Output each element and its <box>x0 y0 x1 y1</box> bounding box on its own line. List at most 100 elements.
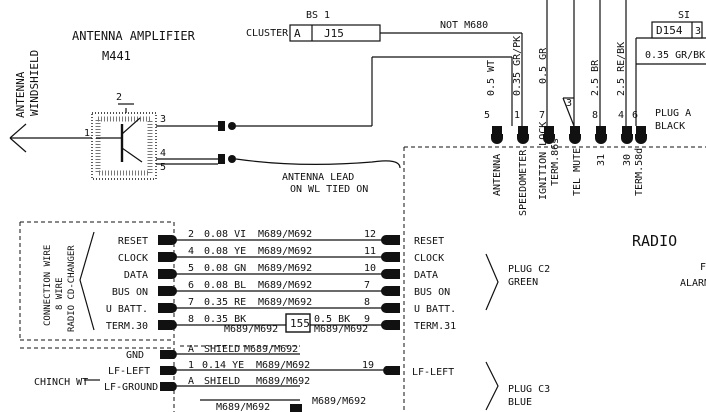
changer-left-connector <box>158 303 168 313</box>
changer-left-connector <box>158 252 168 262</box>
changer-left-label: DATA <box>124 270 148 281</box>
changer-right-label: BUS ON <box>414 287 450 298</box>
pin-label-speedometer: SPEEDOMETER <box>518 149 529 216</box>
amp-pin-1: 1 <box>84 128 90 139</box>
box-155 <box>285 313 311 333</box>
amp-pin-5: 5 <box>160 162 166 173</box>
cluster-label: CLUSTER <box>246 28 289 39</box>
wire-label-4: 2.5 BR <box>590 59 601 96</box>
changer-right-label: DATA <box>414 270 438 281</box>
box-155-label: 155 <box>290 317 310 330</box>
right-partial-2: ALARM <box>680 278 706 289</box>
changer-pin: 4 <box>188 246 194 257</box>
changer-pin: 5 <box>188 263 194 274</box>
changer-option: M689/M692 <box>258 246 312 257</box>
antenna-lead-sub: ON WL TIED ON <box>290 184 368 195</box>
amplifier-box <box>91 112 157 180</box>
changer-left-connector <box>158 286 168 296</box>
changer-right-pin: 12 <box>364 229 376 240</box>
changer-option: M689/M692 <box>258 229 312 240</box>
top-pin-3: 3 <box>566 98 572 109</box>
windshield-label: WINDSHIELD <box>28 50 41 116</box>
changer-pin: 6 <box>188 280 194 291</box>
changer-wire-label: 0.35 RE <box>204 297 246 308</box>
plug-c3-title: PLUG C3 <box>508 384 550 395</box>
lower-lf-ground: LF-GROUND <box>104 382 158 393</box>
changer-left-label: RESET <box>118 236 148 247</box>
amp-pin-4: 4 <box>160 148 166 159</box>
si-label: SI <box>678 10 690 21</box>
plug-a-color: BLACK <box>655 121 685 132</box>
lower-a2: A <box>188 376 194 387</box>
radio-label: RADIO <box>632 232 677 250</box>
right-partial-1: FI <box>700 262 706 273</box>
pin-label-antenna: ANTENNA <box>492 154 503 196</box>
lower-m5: M689/M692 <box>312 396 366 407</box>
left-box-line1: CONNECTION WIRE <box>43 245 53 326</box>
plug-c3-color: BLUE <box>508 397 532 408</box>
changer-wire-label: 0.08 GN <box>204 263 246 274</box>
changer-option: M689/M692 <box>258 263 312 274</box>
amplifier-code: M441 <box>102 49 131 63</box>
lower-m2: M689/M692 <box>256 360 310 371</box>
top-pin-8: 8 <box>592 110 598 121</box>
top-pin-6: 6 <box>632 110 638 121</box>
plug-c2-color: GREEN <box>508 277 538 288</box>
top-pin-5: 5 <box>484 110 490 121</box>
changer-pin: 7 <box>188 297 194 308</box>
left-box-line3: RADIO CD-CHANGER <box>67 245 77 332</box>
plug-a-connectors <box>491 126 647 144</box>
d154-box <box>651 21 703 39</box>
not-m680-label: NOT M680 <box>440 20 488 31</box>
changer-option: 0.5 BK <box>314 314 350 325</box>
changer-right-label: RESET <box>414 236 444 247</box>
changer-right-pin: 11 <box>364 246 376 257</box>
pin-label-tel-mute: TEL MUTE <box>572 148 583 196</box>
top-pin-7: 7 <box>539 110 545 121</box>
changer-right-label: TERM.31 <box>414 321 456 332</box>
changer-wire-label: 0.08 VI <box>204 229 246 240</box>
lower-shield1: SHIELD <box>204 344 240 355</box>
changer-right-connector <box>390 235 400 245</box>
changer-pin: 2 <box>188 229 194 240</box>
plug-c2-title: PLUG C2 <box>508 264 550 275</box>
cluster-pin-j15: J15 <box>324 27 344 40</box>
changer-left-connector <box>158 235 168 245</box>
changer-right-pin: 9 <box>364 314 370 325</box>
wire-label-5: 2.5 RE/BK <box>616 42 627 96</box>
changer-pin: 8 <box>188 314 194 325</box>
changer-left-connector <box>158 269 168 279</box>
d154-pin: 3 <box>695 26 701 37</box>
changer-left-label: TERM.30 <box>106 321 148 332</box>
lower-m1: M689/M692 <box>244 344 298 355</box>
changer-left-label: BUS ON <box>112 287 148 298</box>
antenna-lead-label: ANTENNA LEAD <box>282 172 354 183</box>
lower-m4: M689/M692 <box>216 402 270 412</box>
changer-right-pin: 10 <box>364 263 376 274</box>
pin-label-31: 31 <box>596 154 607 166</box>
changer-right-connector <box>390 320 400 330</box>
top-pin-1: 1 <box>514 110 520 121</box>
changer-left-label: U BATT. <box>106 304 148 315</box>
amp-pin-3: 3 <box>160 114 166 125</box>
changer-wire-label: 0.08 BL <box>204 280 246 291</box>
changer-right-connector <box>390 286 400 296</box>
lower-shield2: SHIELD <box>204 376 240 387</box>
changer-right-connector <box>390 252 400 262</box>
amp-pin-2: 2 <box>116 92 122 103</box>
wire-label-3: 0.5 GR <box>538 47 549 84</box>
antenna-symbol <box>9 123 62 153</box>
lower-gnd: GND <box>126 350 144 361</box>
bs-label: BS 1 <box>306 10 330 21</box>
lower-pin1: 1 <box>188 360 194 371</box>
lower-right-lf: LF-LEFT <box>412 367 454 378</box>
cluster-pin-a: A <box>294 27 301 40</box>
changer-wire-label: 0.08 YE <box>204 246 246 257</box>
changer-right-pin: 7 <box>364 280 370 291</box>
lower-a1: A <box>188 344 194 355</box>
changer-option: M689/M692 <box>258 297 312 308</box>
lower-m3: M689/M692 <box>256 376 310 387</box>
row-extra-m1: M689/M692 <box>224 324 278 335</box>
wire-grbk-label: 0.35 GR/BK <box>645 50 705 61</box>
